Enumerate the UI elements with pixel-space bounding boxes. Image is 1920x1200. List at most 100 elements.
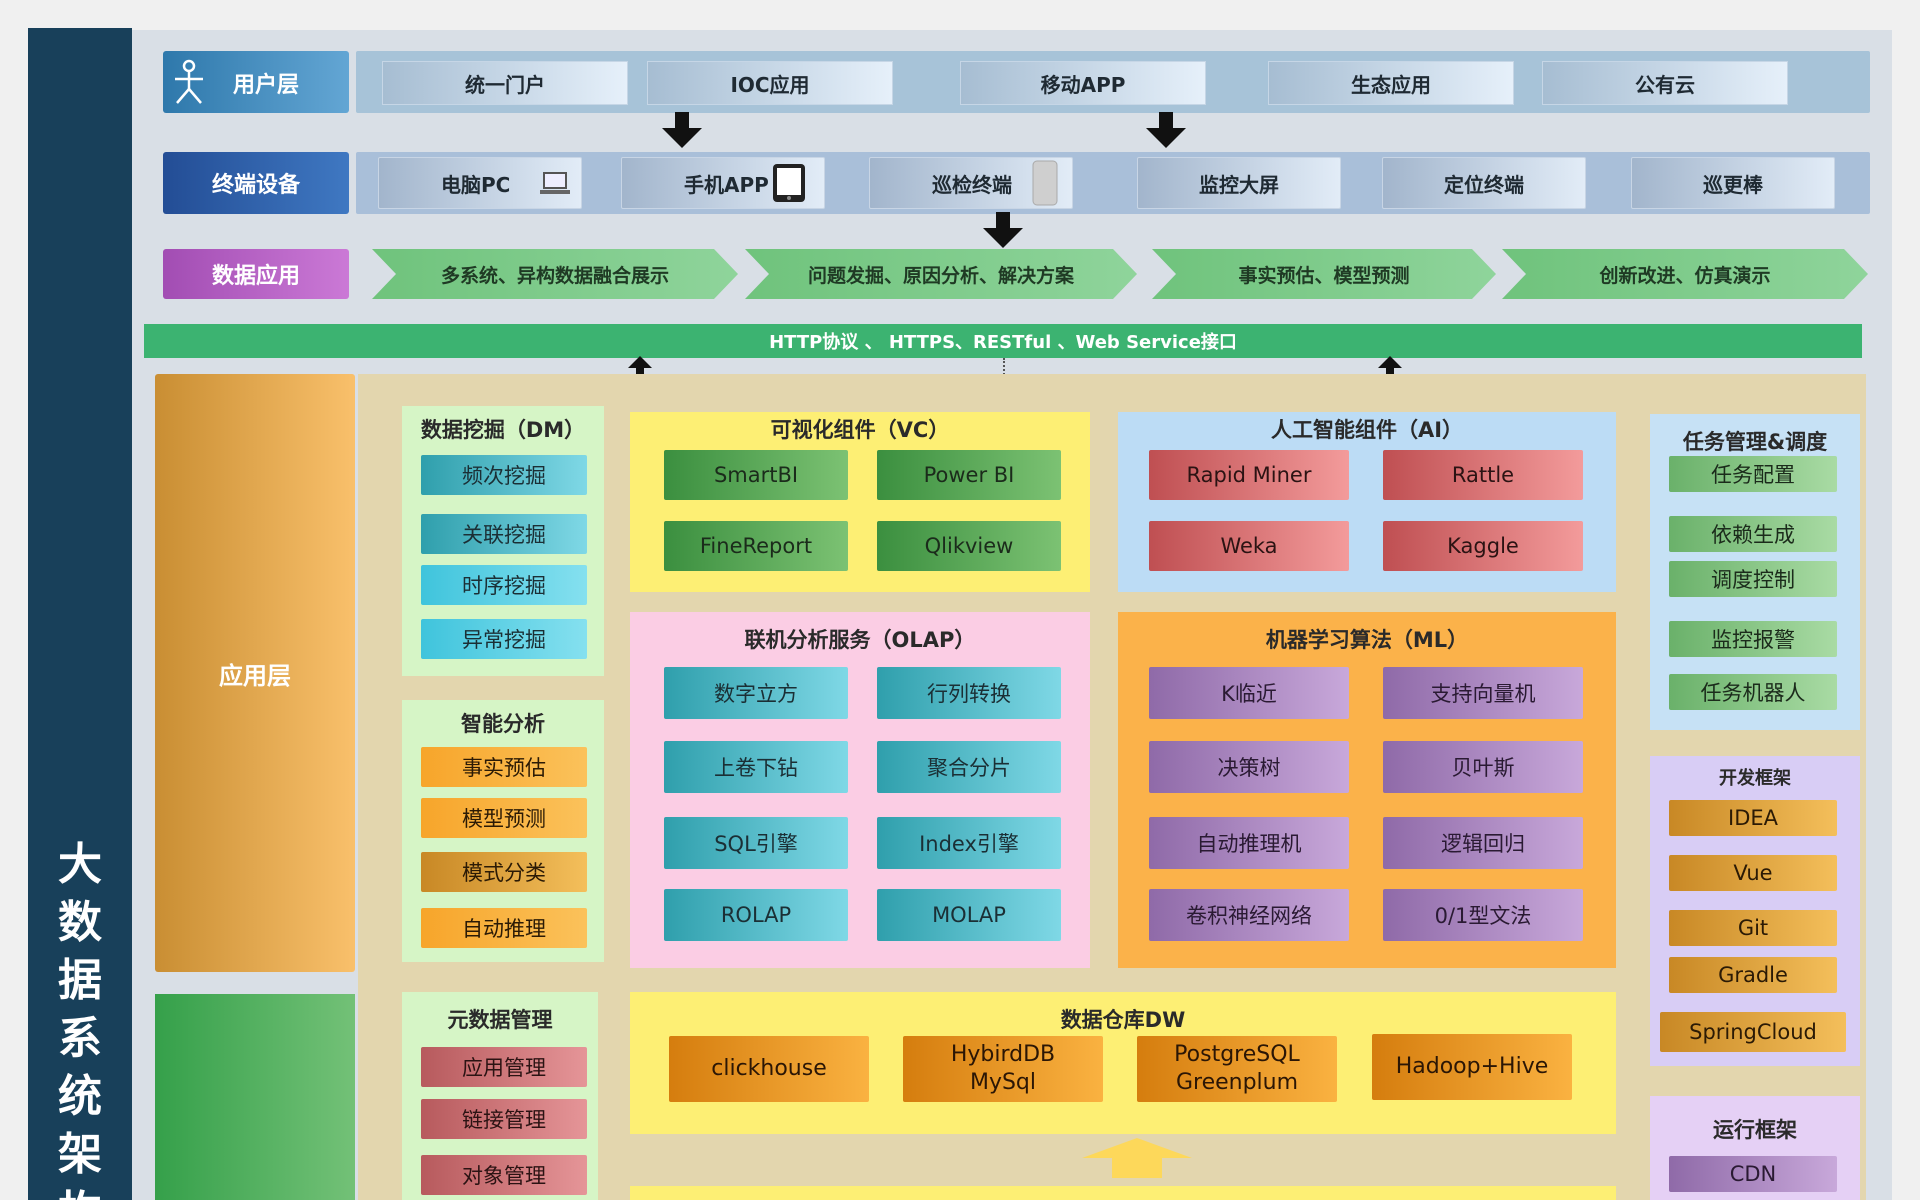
data-app-step: 多系统、异构数据融合展示: [372, 249, 738, 299]
vc-item: Power BI: [877, 450, 1061, 500]
dw-title: 数据仓库DW: [1060, 1008, 1186, 1032]
vc-item: FineReport: [664, 521, 848, 571]
task-title: 任务管理&调度: [1682, 430, 1828, 454]
ml-item: 支持向量机: [1383, 667, 1583, 719]
terminal-item: 巡更棒: [1631, 157, 1835, 209]
meta-title: 元数据管理: [447, 1008, 553, 1032]
ia-item: 模式分类: [421, 852, 587, 892]
task-item: 调度控制: [1669, 561, 1837, 597]
lower-layer-label: [155, 994, 355, 1200]
devfw-item: SpringCloud: [1660, 1012, 1846, 1052]
olap-title: 联机分析服务（OLAP）: [744, 628, 976, 652]
olap-item: 数字立方: [664, 667, 848, 719]
ai-item: Rattle: [1383, 450, 1583, 500]
ai-title: 人工智能组件（AI）: [1270, 418, 1464, 442]
arrow-up-icon: [1082, 1138, 1192, 1178]
user-layer-item: 统一门户: [382, 61, 628, 105]
user-icon: [175, 59, 203, 104]
data-app-step: 问题发掘、原因分析、解决方案: [745, 249, 1137, 299]
terminal-label: 终端设备: [163, 152, 349, 214]
data-app-step: 创新改进、仿真演示: [1502, 249, 1868, 299]
title-char: 构: [28, 1184, 132, 1200]
ia-item: 模型预测: [421, 798, 587, 838]
dotted-connector: [1003, 358, 1005, 382]
title-char: 据: [58, 955, 102, 1006]
dw-item: PostgreSQL Greenplum: [1137, 1036, 1337, 1102]
user-layer-item: 公有云: [1542, 61, 1788, 105]
olap-item: 上卷下钻: [664, 741, 848, 793]
vc-item: SmartBI: [664, 450, 848, 500]
ml-item: 贝叶斯: [1383, 741, 1583, 793]
terminal-item: 定位终端: [1382, 157, 1586, 209]
ml-item: 0/1型文法: [1383, 889, 1583, 941]
olap-item: ROLAP: [664, 889, 848, 941]
dm-title: 数据挖掘（DM）: [420, 418, 586, 442]
handheld-terminal-icon: [1032, 160, 1058, 206]
devfw-title: 开发框架: [1719, 768, 1791, 789]
olap-item: SQL引擎: [664, 817, 848, 869]
left-title-bar: 大数据系统架构: [28, 28, 132, 1200]
user-layer-label-text: 用户层: [233, 73, 300, 98]
user-layer-label: 用户层: [163, 51, 349, 113]
olap-item: 聚合分片: [877, 741, 1061, 793]
system-title: 大数据系统架构: [28, 836, 132, 1200]
devfw-item: Vue: [1669, 855, 1837, 891]
ia-item: 自动推理: [421, 908, 587, 948]
meta-item: 应用管理: [421, 1047, 587, 1087]
vc-title: 可视化组件（VC）: [770, 418, 950, 442]
task-item: 监控报警: [1669, 621, 1837, 657]
ml-title: 机器学习算法（ML）: [1265, 628, 1469, 652]
terminal-item: 监控大屏: [1137, 157, 1341, 209]
task-item: 任务机器人: [1669, 674, 1837, 710]
data-app-label: 数据应用: [163, 249, 349, 299]
arrow-down-icon: [983, 212, 1023, 248]
ml-item: 卷积神经网络: [1149, 889, 1349, 941]
arrow-down-icon: [1146, 112, 1186, 148]
ml-item: 决策树: [1149, 741, 1349, 793]
user-layer-item: 生态应用: [1268, 61, 1514, 105]
meta-item: 对象管理: [421, 1155, 587, 1195]
app-layer-label: 应用层: [155, 374, 355, 972]
ml-item: 逻辑回归: [1383, 817, 1583, 869]
task-item: 任务配置: [1669, 456, 1837, 492]
title-char: 架: [58, 1129, 102, 1180]
devfw-item: IDEA: [1669, 800, 1837, 836]
data-app-step: 事实预估、模型预测: [1152, 249, 1496, 299]
olap-item: 行列转换: [877, 667, 1061, 719]
runfw-title: 运行框架: [1713, 1118, 1797, 1142]
ia-title: 智能分析: [461, 712, 545, 736]
task-item: 依赖生成: [1669, 516, 1837, 552]
title-char: 数: [58, 897, 102, 948]
meta-item: 链接管理: [421, 1099, 587, 1139]
title-char: 系: [58, 1013, 102, 1064]
ai-item: Rapid Miner: [1149, 450, 1349, 500]
runfw-item: CDN: [1669, 1156, 1837, 1192]
dw-item: HybirdDB MySql: [903, 1036, 1103, 1102]
dw-item: Hadoop+Hive: [1372, 1034, 1572, 1100]
ai-item: Kaggle: [1383, 521, 1583, 571]
ai-item: Weka: [1149, 521, 1349, 571]
devfw-item: Git: [1669, 910, 1837, 946]
tablet-icon: [773, 164, 805, 202]
dw-item: clickhouse: [669, 1036, 869, 1102]
terminal-strip: [356, 152, 1870, 214]
laptop-icon: [540, 172, 570, 194]
dm-item: 关联挖掘: [421, 514, 587, 554]
olap-item: MOLAP: [877, 889, 1061, 941]
arrow-down-icon: [662, 112, 702, 148]
ml-item: 自动推理机: [1149, 817, 1349, 869]
devfw-item: Gradle: [1669, 957, 1837, 993]
dm-item: 频次挖掘: [421, 455, 587, 495]
ia-item: 事实预估: [421, 747, 587, 787]
olap-item: Index引擎: [877, 817, 1061, 869]
title-char: 统: [58, 1071, 102, 1122]
user-layer-item: IOC应用: [647, 61, 893, 105]
title-char: 大: [58, 839, 102, 890]
bottom-panel-partial: [630, 1186, 1616, 1200]
dm-item: 异常挖掘: [421, 619, 587, 659]
dm-item: 时序挖掘: [421, 565, 587, 605]
protocol-bar: HTTP协议 、 HTTPS、RESTful 、Web Service接口: [144, 324, 1862, 358]
ml-item: K临近: [1149, 667, 1349, 719]
vc-item: Qlikview: [877, 521, 1061, 571]
user-layer-item: 移动APP: [960, 61, 1206, 105]
